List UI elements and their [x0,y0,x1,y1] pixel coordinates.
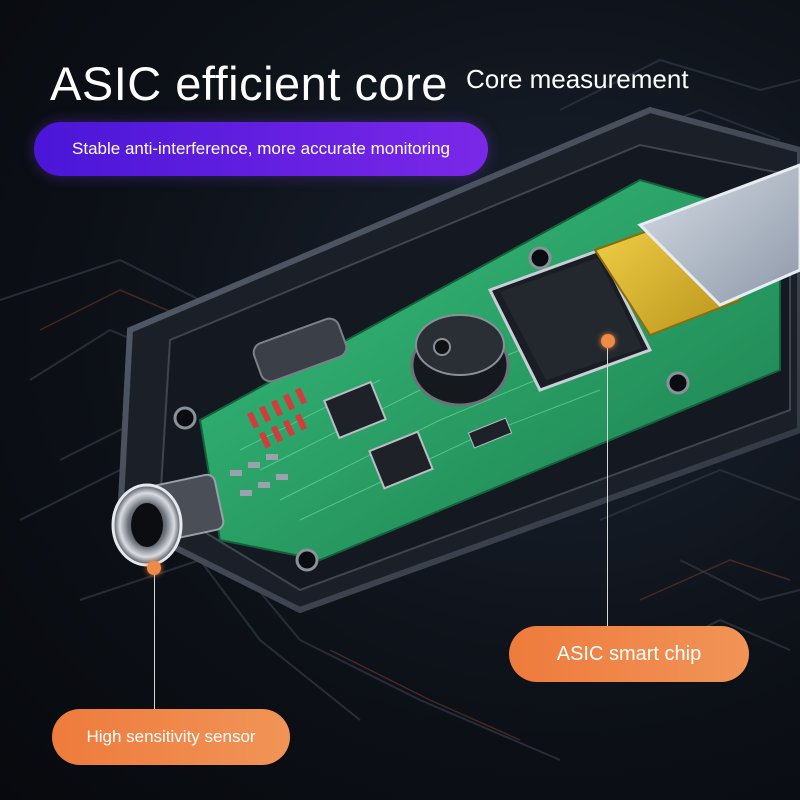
chip-callout-line [607,348,608,628]
battery [637,163,800,307]
sensor-callout-label: High sensitivity sensor [86,727,256,746]
feature-pill-text: Stable anti-interference, more accurate … [72,139,450,158]
asic-chip [487,248,653,392]
chip-callout: ASIC smart chip [509,626,749,682]
subheadline: Core measurement [466,64,689,94]
sensor-callout: High sensitivity sensor [52,709,290,765]
chip-callout-dot [601,334,615,348]
sensor-callout-line [154,575,155,711]
headline: ASIC efficient core [50,57,448,110]
sensor-probe [111,473,225,567]
buzzer [410,314,510,407]
microcontroller-chip [323,380,513,490]
feature-pill: Stable anti-interference, more accurate … [34,122,488,176]
sensor-callout-dot [147,561,161,575]
chip-callout-label: ASIC smart chip [556,642,702,665]
